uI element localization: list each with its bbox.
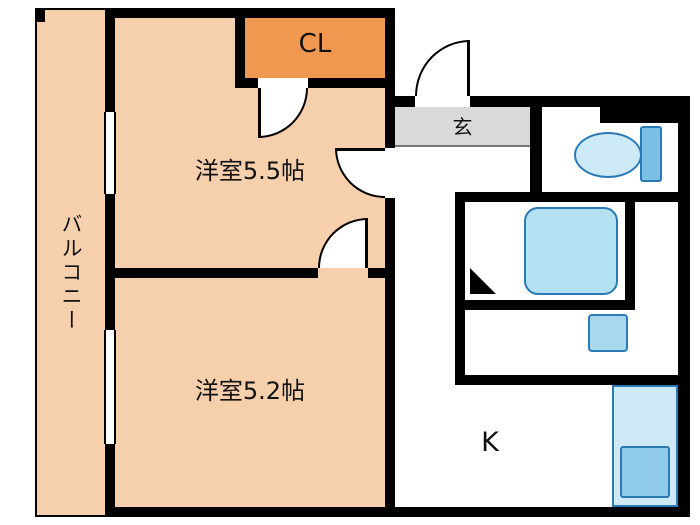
wall-room-divider-left (105, 268, 318, 278)
balcony-area (35, 8, 107, 517)
wall-closet-bottom-right (308, 78, 395, 88)
closet-label: CL (298, 29, 332, 59)
kitchen-label: K (481, 427, 499, 458)
wall-center-vertical-lower (385, 198, 395, 517)
wall-top-left (105, 8, 395, 18)
wall-closet-bottom-left (235, 78, 258, 88)
wall-bottom (105, 507, 690, 517)
washbasin-icon (588, 314, 628, 352)
window-room52-icon (104, 330, 116, 444)
doorway-closet (258, 78, 308, 88)
window-room55-icon (104, 112, 116, 194)
balcony-wall-cap (37, 10, 45, 22)
room-55-label: 洋室5.5帖 (194, 157, 306, 185)
wall-washroom-bottom (455, 375, 690, 385)
bathtub-icon (524, 207, 618, 295)
toilet-shelf (600, 107, 678, 123)
bath-door-mark-icon (470, 268, 496, 294)
wall-bath-bottom (455, 300, 635, 310)
toilet-icon (574, 132, 642, 178)
entrance-label: 玄 (452, 115, 473, 139)
doorway-room55 (385, 148, 395, 198)
balcony-label: バルコニー (59, 213, 83, 333)
room-52-floor (110, 273, 390, 512)
wall-room-divider-right (368, 268, 395, 278)
closet-floor (240, 13, 390, 83)
wall-bath-top (455, 192, 690, 202)
entrance-door-swing-icon (415, 40, 470, 96)
wall-closet-left (235, 8, 245, 88)
wall-left (105, 8, 115, 517)
entrance-floor (395, 107, 530, 147)
room-52-label: 洋室5.2帖 (194, 377, 306, 405)
wall-toilet-left (530, 96, 542, 202)
wall-bath-left (455, 192, 465, 385)
kitchen-sink-icon (620, 446, 670, 498)
wall-entry-right (470, 96, 690, 107)
wall-entry-left (390, 96, 415, 107)
wall-right (678, 96, 690, 517)
toilet-tank-icon (640, 126, 662, 182)
wall-bath-inner-right (625, 192, 635, 310)
